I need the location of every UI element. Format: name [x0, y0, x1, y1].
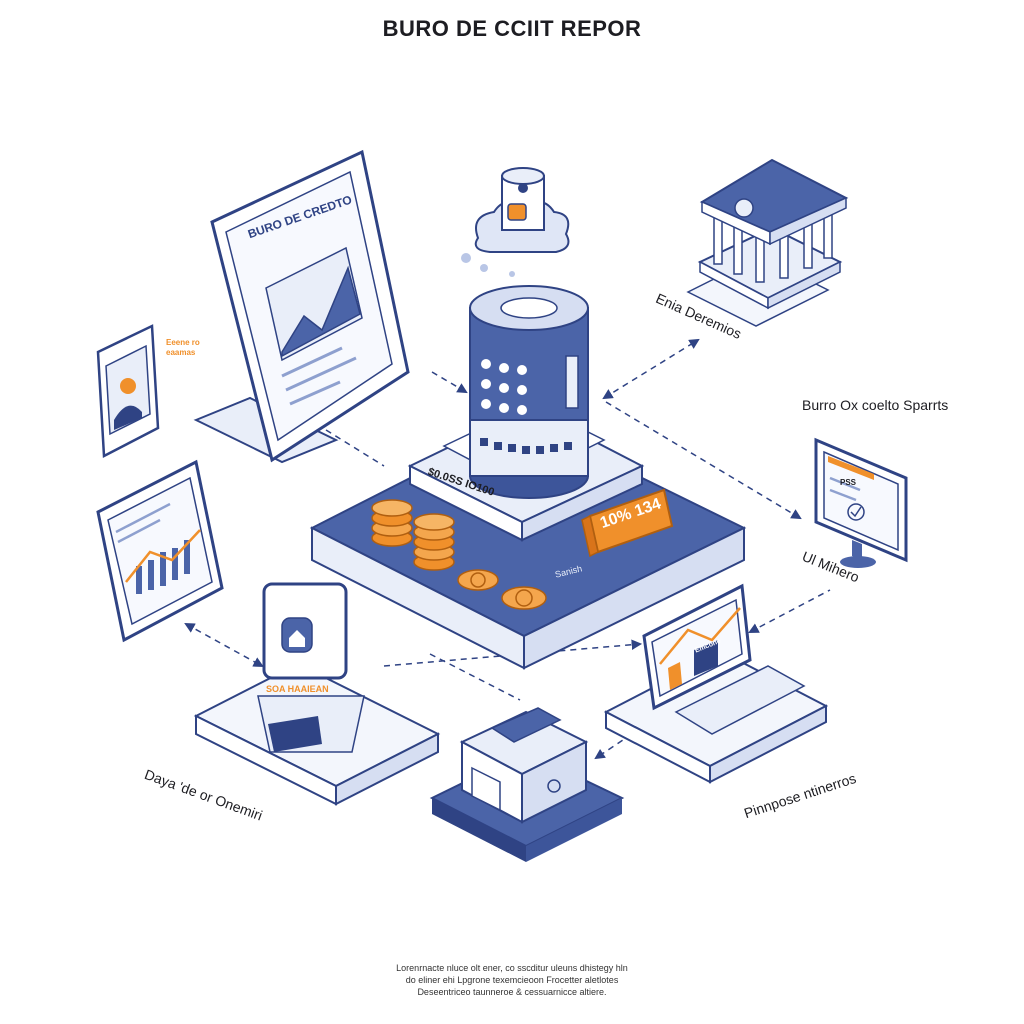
buro-sparts-label: Burro Ox coelto Sparrts [802, 397, 949, 413]
arrow-monitor-to-laptop [748, 589, 831, 633]
coin-icon [413, 513, 455, 571]
coin-icon [371, 499, 413, 547]
rate-tag [581, 488, 674, 558]
line-chart-icon [659, 607, 741, 665]
coin-icon [457, 569, 499, 591]
phone-note: Eeene ro eaamas [166, 338, 200, 357]
line-chart-icon [281, 265, 361, 358]
bank-icon [686, 158, 849, 327]
footer-line-3: Deseentriceo taunneroe & cessuarnicce al… [417, 987, 607, 997]
arrow-server-to-monitor [605, 401, 802, 520]
laptop-device [603, 583, 829, 784]
arrow-tablet-down [325, 429, 385, 467]
footer-caption: Lorenrnacte nluce olt ener, co sscditur … [0, 962, 1024, 998]
line-chart-icon [125, 529, 201, 583]
arrow-server-to-bank [602, 338, 700, 400]
arrow-device-to-platform [184, 622, 264, 668]
database-cylinder-icon [469, 285, 589, 499]
tablet-document [193, 149, 410, 464]
coin-icon [501, 586, 547, 610]
arrow-tablet-to-server [431, 371, 468, 394]
safe-box-icon [429, 707, 625, 862]
cloud-icon [461, 167, 570, 277]
footer-line-1: Lorenrnacte nluce olt ener, co sscditur … [396, 963, 628, 973]
coin-stacks [371, 499, 547, 610]
arrow-platform-to-safe [429, 653, 521, 701]
monitor-device [814, 437, 908, 568]
device-tag: SOA HAAIEAN [266, 684, 329, 694]
chart-tablet [96, 459, 224, 643]
house-icon [289, 630, 305, 647]
checkmark-icon [847, 503, 865, 521]
arrow-platform-to-laptop [383, 639, 643, 667]
phone-device [96, 324, 160, 458]
user-icon [114, 378, 142, 430]
home-device [193, 582, 441, 806]
footer-line-2: do eliner ehi Lpgrone texemcieoon Frocet… [405, 975, 619, 985]
page-title: BURO DE CCIIT REPOR [382, 16, 642, 41]
monitor-tag: PSS [840, 478, 857, 487]
connector-arrows [184, 338, 831, 760]
